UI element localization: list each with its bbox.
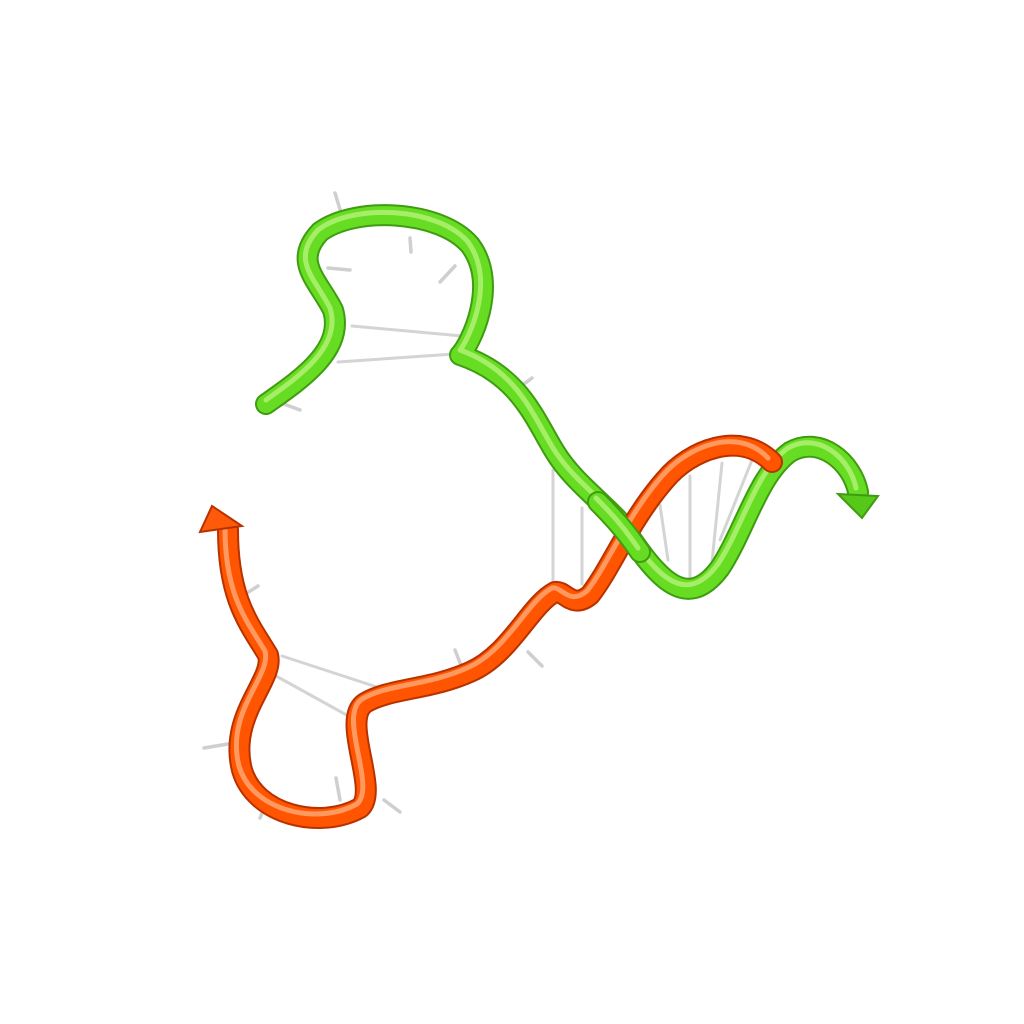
strand-a-backbone [255,204,869,600]
strand-a-arrow-icon [835,492,880,520]
strand-a-helix-front [587,491,651,563]
base-pair-rods [274,324,754,720]
strand-b-arrow-icon [198,504,245,534]
